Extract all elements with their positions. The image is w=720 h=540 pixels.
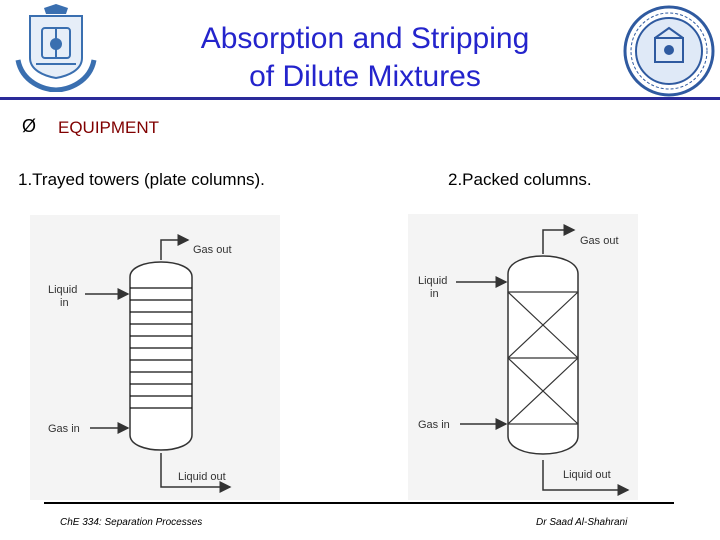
slide-title-line-1: Absorption and Stripping bbox=[200, 22, 530, 55]
gas-out-arrow bbox=[542, 224, 576, 254]
packed-column-diagram: Gas out Liquid in Gas in Liquid out bbox=[408, 214, 638, 500]
liquid-in-label: Liquid bbox=[418, 275, 447, 287]
trays bbox=[130, 287, 192, 409]
liquid-out-arrow bbox=[160, 453, 232, 493]
liquid-out-label: Liquid out bbox=[178, 471, 226, 483]
trayed-tower-caption: 1.Trayed towers (plate columns). bbox=[18, 170, 265, 189]
section-heading: EQUIPMENT bbox=[58, 118, 160, 137]
slide-title-line-2: of Dilute Mixtures bbox=[249, 60, 481, 93]
column-shell bbox=[507, 255, 579, 455]
liquid-out-label: Liquid out bbox=[563, 469, 611, 481]
department-seal bbox=[623, 5, 715, 97]
slide-title: Absorption and Stripping of Dilute Mixtu… bbox=[120, 20, 610, 96]
tower-shell bbox=[129, 261, 193, 451]
gas-in-label: Gas in bbox=[418, 419, 450, 431]
packing-sections bbox=[507, 291, 579, 425]
university-logo bbox=[15, 4, 97, 92]
gas-in-label: Gas in bbox=[48, 423, 80, 435]
course-footer: ChE 334: Separation Processes bbox=[60, 517, 203, 528]
title-divider bbox=[0, 97, 720, 100]
author-footer: Dr Saad Al-Shahrani bbox=[536, 517, 628, 528]
footer-divider bbox=[44, 502, 674, 504]
gas-out-label: Gas out bbox=[193, 244, 232, 256]
liquid-out-arrow bbox=[542, 460, 630, 496]
trayed-tower-diagram: Gas out Liquid in Gas in Liquid out bbox=[30, 215, 280, 500]
gas-out-arrow bbox=[160, 234, 190, 260]
liquid-in-label: Liquid bbox=[48, 284, 77, 296]
gas-out-label: Gas out bbox=[580, 235, 619, 247]
liquid-in-label-2: in bbox=[430, 288, 439, 300]
arrow-bullet-icon: Ø bbox=[22, 116, 37, 136]
packed-column-caption: 2.Packed columns. bbox=[448, 170, 592, 189]
liquid-in-label-2: in bbox=[60, 297, 69, 309]
